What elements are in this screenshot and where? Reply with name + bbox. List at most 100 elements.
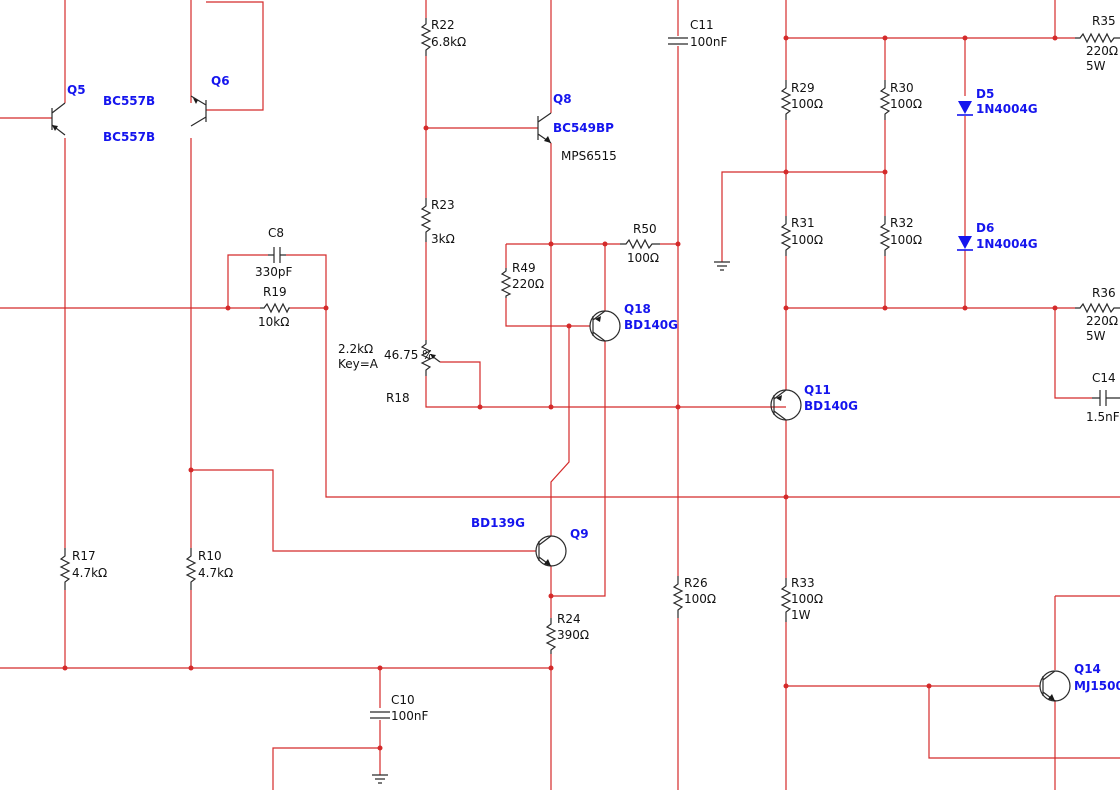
label-r19: R19 [263,285,287,299]
label-r49: R49 [512,261,536,275]
label-q6: Q6 [211,74,230,88]
value-r23: 3kΩ [431,232,455,246]
value-r35: 220Ω [1086,44,1118,58]
resistor-r26[interactable] [672,576,684,618]
label-q8: Q8 [553,92,572,106]
label-q9: Q9 [570,527,589,541]
value-r50: 100Ω [627,251,659,265]
capacitor-c8[interactable] [268,247,286,263]
transistor-q11[interactable] [770,389,802,421]
transistor-q5[interactable] [51,102,66,136]
setting-r18: 46.75 % [384,348,434,362]
label-q8-part: BC549BP [553,121,614,135]
label-r29: R29 [791,81,815,95]
resistor-r24[interactable] [545,618,557,654]
transistor-q6[interactable] [190,95,207,127]
label-c10: C10 [391,693,415,707]
resistor-r33[interactable] [780,578,792,622]
capacitor-c14[interactable] [1092,390,1120,406]
value-d6: 1N4004G [976,237,1038,251]
value-d5: 1N4004G [976,102,1038,116]
key-r18: Key=A [338,357,379,371]
value-q18: BD140G [624,318,678,332]
label-r32: R32 [890,216,914,230]
value-r26: 100Ω [684,592,716,606]
label-d5: D5 [976,87,994,101]
potentiometer-r18[interactable] [420,340,441,376]
label-r24: R24 [557,612,581,626]
power-r35: 5W [1086,59,1106,73]
label-r26: R26 [684,576,708,590]
label-d6: D6 [976,221,994,235]
label-r30: R30 [890,81,914,95]
label-c8: C8 [268,226,284,240]
label-q8-model: MPS6515 [561,149,617,163]
resistor-r31[interactable] [780,216,792,256]
value-r17: 4.7kΩ [72,566,107,580]
resistor-r10[interactable] [185,548,197,590]
resistor-r35[interactable] [1075,32,1120,44]
value-q14: MJ15003G [1074,679,1120,693]
power-r33: 1W [791,608,811,622]
resistor-r22[interactable] [420,18,432,56]
value-r29: 100Ω [791,97,823,111]
ground-icon [714,261,730,271]
value-q9: BD139G [471,516,525,530]
label-r31: R31 [791,216,815,230]
value-c10: 100nF [391,709,429,723]
resistor-r50[interactable] [620,238,660,250]
value-c14: 1.5nF [1086,410,1120,424]
value-r32: 100Ω [890,233,922,247]
resistor-r17[interactable] [59,548,71,590]
value-c11: 100nF [690,35,728,49]
resistor-r30[interactable] [879,80,891,120]
diode-d5[interactable] [957,101,973,116]
value-r22: 6.8kΩ [431,35,466,49]
diode-d6[interactable] [957,236,973,251]
resistor-r23[interactable] [420,198,432,242]
resistor-r36[interactable] [1075,302,1120,314]
power-r36: 5W [1086,329,1106,343]
ground-icon [372,774,388,784]
value-c8: 330pF [255,265,293,279]
transistor-q14[interactable] [1039,670,1071,702]
label-r33: R33 [791,576,815,590]
component-labels: Q5 BC557B BC557B Q6 R22 6.8kΩ Q8 BC549BP… [67,14,1120,723]
value-r18: 2.2kΩ [338,342,373,356]
value-r36: 220Ω [1086,314,1118,328]
value-r10: 4.7kΩ [198,566,233,580]
label-r10: R10 [198,549,222,563]
transistor-q9[interactable] [535,535,567,567]
label-c11: C11 [690,18,714,32]
label-r18: R18 [386,391,410,405]
label-c14: C14 [1092,371,1116,385]
value-r30: 100Ω [890,97,922,111]
label-q5: Q5 [67,83,86,97]
label-r35: R35 [1092,14,1116,28]
capacitor-c10[interactable] [370,711,390,719]
resistor-r32[interactable] [879,216,891,256]
transistor-q18[interactable] [589,310,621,342]
junctions [62,35,1058,751]
label-q5-part: BC557B [103,94,155,108]
resistor-r49[interactable] [500,268,512,298]
label-q14: Q14 [1074,662,1101,676]
label-q18: Q18 [624,302,651,316]
value-r31: 100Ω [791,233,823,247]
label-r22: R22 [431,18,455,32]
value-q11: BD140G [804,399,858,413]
label-r36: R36 [1092,286,1116,300]
value-r33: 100Ω [791,592,823,606]
value-r49: 220Ω [512,277,544,291]
capacitor-c11[interactable] [668,37,688,45]
transistor-q8[interactable] [537,112,552,144]
value-r19: 10kΩ [258,315,289,329]
label-r23: R23 [431,198,455,212]
label-r17: R17 [72,549,96,563]
label-q6-part: BC557B [103,130,155,144]
resistor-r29[interactable] [780,80,792,120]
label-q11: Q11 [804,383,831,397]
resistor-r19[interactable] [260,302,290,314]
